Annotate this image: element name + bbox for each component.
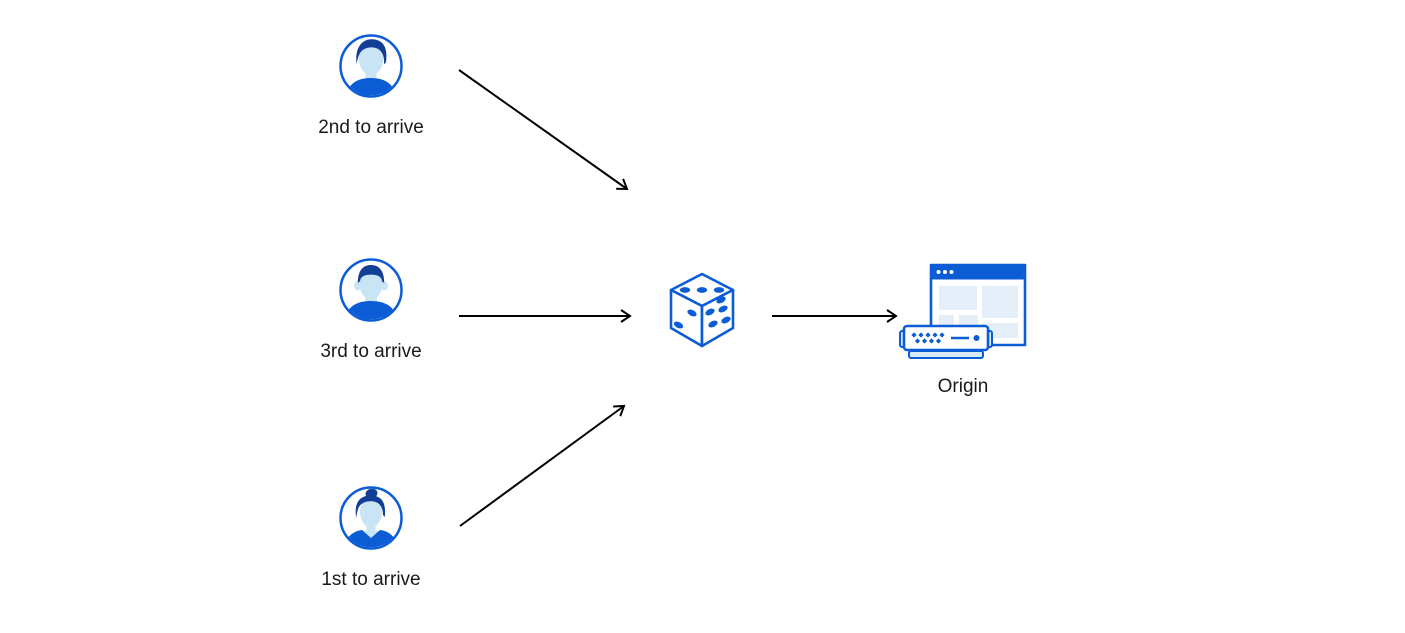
- user-label-third: 3rd to arrive: [320, 341, 422, 362]
- user-node-third: 3rd to arrive: [320, 257, 422, 362]
- arrow-second-to-dice: [458, 69, 629, 191]
- origin-node: Origin: [898, 263, 1028, 397]
- user-node-first: 1st to arrive: [321, 485, 421, 590]
- user-node-second: 2nd to arrive: [318, 33, 424, 138]
- origin-server-icon: [898, 263, 1028, 365]
- server-icon: [899, 324, 993, 359]
- arrow-first-to-dice: [459, 404, 626, 527]
- man-short-hair-avatar: [338, 258, 404, 327]
- dice-node: [668, 271, 736, 354]
- woman-bun-hair-avatar: [338, 486, 404, 555]
- man-swept-hair-avatar: [338, 34, 404, 103]
- origin-label: Origin: [937, 376, 989, 397]
- user-label-second: 2nd to arrive: [318, 117, 424, 138]
- dice-icon: [668, 272, 736, 353]
- user-label-first: 1st to arrive: [321, 569, 421, 590]
